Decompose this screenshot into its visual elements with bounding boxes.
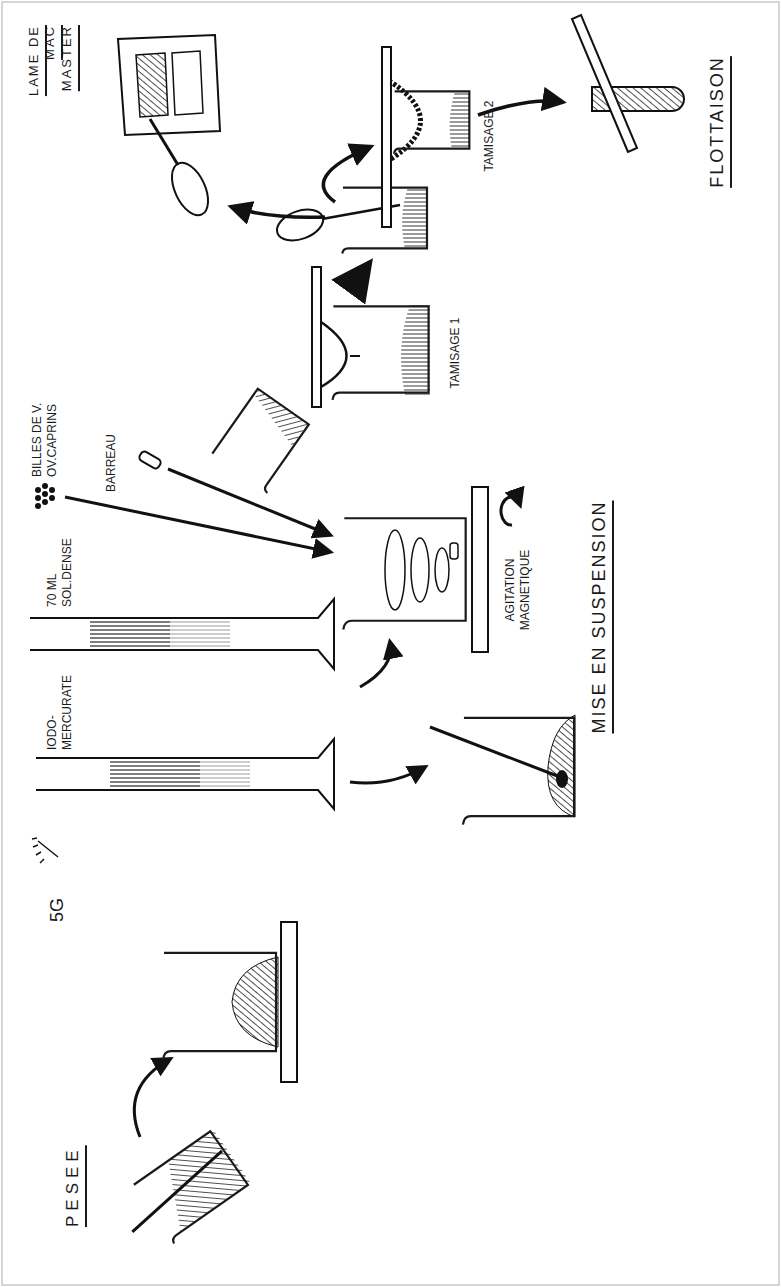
section-title: PESEE <box>62 1077 83 1227</box>
sieve-beaker <box>391 82 421 159</box>
flotation-tube <box>572 15 684 152</box>
glass-beads <box>42 483 48 489</box>
item-label: BARREAU <box>104 410 119 492</box>
glass-beads <box>42 499 48 505</box>
reagent-label: BILLES DE V. OV.CAPRINS <box>30 365 60 477</box>
section-title: FLOTTAISON <box>706 42 729 202</box>
graduated-cylinder <box>170 618 230 650</box>
sieve-beaker <box>382 47 391 227</box>
pouring-beaker <box>133 1131 251 1243</box>
pouring-beaker <box>144 1130 250 1231</box>
stirring-beaker <box>435 548 449 592</box>
balance-needle <box>32 838 58 863</box>
slide-label: LAME DE MAC MASTER <box>26 25 75 119</box>
pipette <box>165 157 216 220</box>
flotation-tube <box>572 15 637 152</box>
add-arrow <box>65 497 330 552</box>
transfer-arrow <box>360 642 391 687</box>
reagent-label: IODO- MERCURATE <box>45 658 75 750</box>
weighing-beaker <box>232 957 278 1047</box>
glass-beads <box>49 487 55 493</box>
step-arrow <box>323 147 370 202</box>
step-arrow <box>352 265 368 287</box>
pouring-beaker <box>212 388 314 493</box>
step-arrow <box>232 207 325 217</box>
graduated-cylinder <box>200 758 250 790</box>
sieve-beaker <box>350 355 360 357</box>
sieve-beaker <box>394 91 469 153</box>
stir-bar <box>138 450 162 470</box>
mixing-beaker <box>548 715 575 817</box>
sieve-beaker <box>382 47 470 227</box>
add-arrow <box>168 469 330 535</box>
step-label: TAMISAGE 1 <box>448 297 463 409</box>
mcmaster-slide <box>118 35 220 135</box>
glass-beads <box>35 503 41 509</box>
balance-needle <box>36 852 41 855</box>
transfer-arrow <box>134 1059 170 1137</box>
pouring-beaker <box>111 1129 254 1259</box>
stirring-beaker <box>411 538 429 602</box>
glass-beads <box>35 483 55 509</box>
glass-beads <box>35 495 41 501</box>
sieve-beaker <box>450 91 470 149</box>
stirring-beaker <box>450 543 458 559</box>
step-label: AGITATION MAGNETIQUE <box>503 538 533 642</box>
step-label: TAMISAGE 2 <box>482 80 497 192</box>
transfer-arrow <box>350 767 425 783</box>
mcmaster-slide <box>136 53 168 117</box>
weighing-beaker <box>163 922 297 1082</box>
sieve-beaker <box>321 322 347 387</box>
weighing-beaker <box>281 922 297 1082</box>
stirring-beaker <box>343 518 465 629</box>
reagent-label: 70 ML SOL.DENSE <box>45 519 75 607</box>
balance-needle <box>32 838 37 839</box>
graduated-cylinder <box>36 739 334 809</box>
balance-needle <box>38 841 58 857</box>
pipette <box>150 119 178 165</box>
stirring-beaker <box>343 487 488 652</box>
mixing-beaker <box>463 718 574 825</box>
pouring-beaker <box>212 389 313 493</box>
mass-value: 5G <box>46 870 69 922</box>
sieve-beaker <box>312 267 430 407</box>
pipette-beaker <box>402 187 428 249</box>
graduated-cylinder <box>30 599 334 669</box>
pipette-beaker <box>273 204 328 247</box>
pipette-beaker <box>273 187 428 254</box>
weighing-beaker <box>163 953 276 1060</box>
section-title: MISE EN SUSPENSION <box>588 477 611 757</box>
glass-beads <box>42 491 48 497</box>
mcmaster-slide <box>118 35 220 135</box>
stirring-beaker <box>385 530 405 610</box>
mixing-beaker <box>430 715 575 825</box>
balance-needle <box>40 859 44 863</box>
glass-beads <box>35 487 41 493</box>
glass-beads <box>49 495 55 501</box>
graduated-cylinder <box>30 599 334 669</box>
rotation-symbol <box>501 497 520 525</box>
pipette <box>150 119 215 221</box>
balance-needle <box>33 845 38 847</box>
graduated-cylinder <box>90 618 170 650</box>
pouring-beaker <box>124 1151 231 1232</box>
rotation-symbol <box>501 497 520 525</box>
graduated-cylinder <box>110 758 200 790</box>
stirring-beaker <box>472 487 488 652</box>
sieve-beaker <box>312 267 321 407</box>
graduated-cylinder <box>36 739 334 809</box>
mixing-beaker <box>430 727 560 777</box>
sieve-beaker <box>401 305 430 395</box>
mixing-beaker <box>556 770 568 788</box>
mcmaster-slide <box>172 51 203 115</box>
